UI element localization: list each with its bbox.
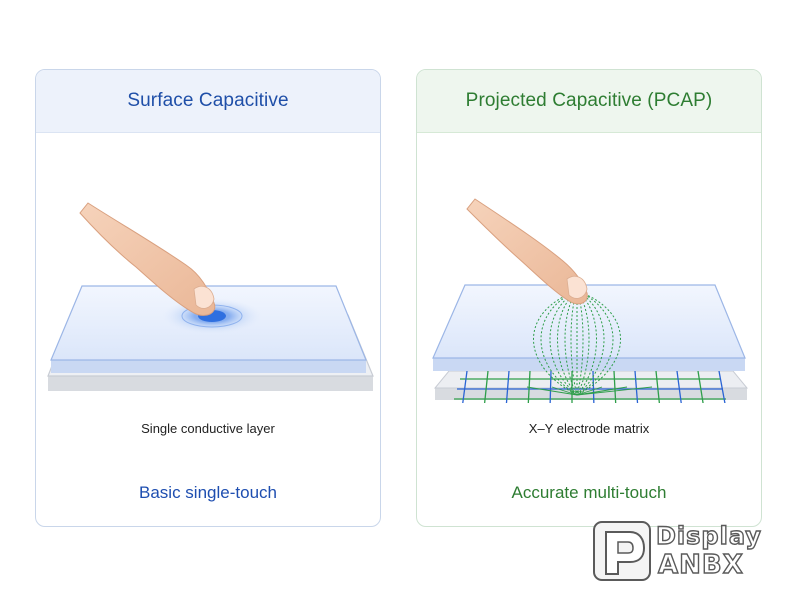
field-line	[576, 290, 614, 396]
surface-capacitive-panel: Surface Capacitive	[35, 69, 381, 527]
electrode-line	[718, 370, 726, 403]
glass-panel	[432, 284, 746, 371]
electrode-matrix	[454, 370, 726, 403]
field-line	[533, 290, 578, 396]
field-line	[526, 386, 578, 396]
electrode-line	[549, 370, 552, 403]
panel-benefit: Accurate multi-touch	[511, 483, 667, 502]
electrode-line	[634, 370, 639, 403]
panel-body: Single conductive layer Basic single-tou…	[36, 133, 380, 526]
field-line	[557, 290, 578, 396]
electrode-line	[592, 370, 595, 403]
logo-icon	[593, 521, 651, 581]
finger-icon	[466, 198, 588, 305]
electrode-line	[676, 370, 682, 403]
surface-capacitive-illustration	[47, 202, 374, 391]
electrode-line	[527, 370, 531, 403]
electrode-line	[462, 370, 468, 403]
field-line	[576, 386, 653, 396]
finger-icon	[79, 202, 216, 316]
field-line	[551, 386, 578, 396]
field-line	[576, 386, 603, 396]
electrode-line	[655, 370, 661, 403]
field-line	[540, 290, 578, 396]
projected-capacitive-illustration	[432, 198, 749, 403]
panel-title: Projected Capacitive (PCAP)	[417, 70, 761, 133]
y-axis-label: Y	[437, 405, 445, 416]
x-axis-label: X	[429, 431, 437, 442]
projected-capacitive-panel: Projected Capacitive (PCAP)	[416, 69, 762, 527]
panel-caption: X–Y electrode matrix	[528, 421, 650, 436]
electrode-line	[697, 370, 704, 403]
watermark-logo: Display ANBX	[592, 518, 792, 586]
electrode-line	[613, 370, 617, 403]
panel-body: Y X X–Y electrode matrix Accurate multi-…	[417, 133, 761, 526]
electrode-line	[483, 370, 489, 403]
field-line	[576, 290, 605, 396]
electrode-line	[505, 370, 510, 403]
field-line	[576, 290, 597, 396]
watermark-line2: ANBX	[657, 549, 744, 580]
field-line	[576, 290, 621, 396]
panel-title: Surface Capacitive	[36, 70, 380, 133]
panel-benefit: Basic single-touch	[139, 483, 277, 502]
panel-caption: Single conductive layer	[141, 421, 275, 436]
watermark-line1: Display	[655, 521, 762, 550]
